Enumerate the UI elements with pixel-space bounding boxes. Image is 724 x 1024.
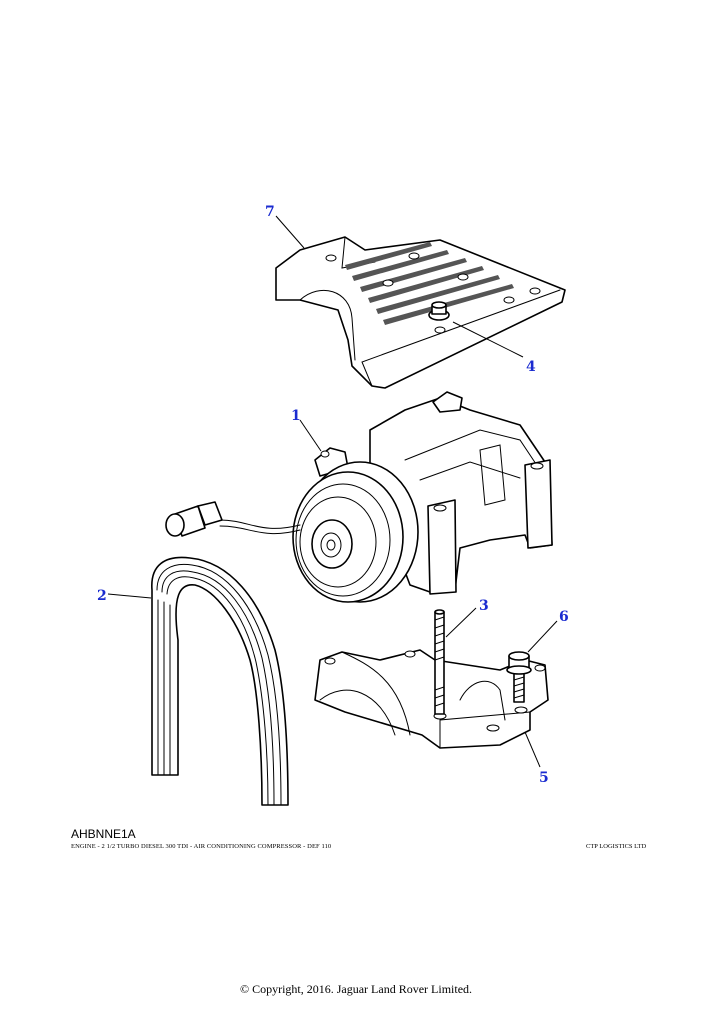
callout-3: 3 bbox=[479, 598, 489, 614]
part-2-drive-belt[interactable] bbox=[151, 556, 289, 806]
part-1-ac-compressor[interactable] bbox=[292, 391, 553, 603]
diagram-caption: ENGINE - 2 1/2 TURBO DIESEL 300 TDI - AI… bbox=[71, 843, 332, 850]
callout-4: 4 bbox=[526, 359, 536, 375]
part-4-cover-bolt[interactable] bbox=[428, 301, 450, 321]
callout-7: 7 bbox=[265, 204, 275, 220]
part-3-stud[interactable] bbox=[434, 609, 445, 715]
part-5-mounting-bracket[interactable] bbox=[314, 649, 549, 749]
part-7-compressor-cover[interactable] bbox=[275, 236, 566, 389]
publisher-label: CTP LOGISTICS LTD bbox=[586, 843, 647, 850]
copyright-notice: © Copyright, 2016. Jaguar Land Rover Lim… bbox=[239, 982, 473, 996]
diagram-reference-code: AHBNNE1A bbox=[71, 827, 136, 841]
callout-2: 2 bbox=[97, 588, 107, 604]
callout-1: 1 bbox=[291, 408, 301, 424]
compressor-electrical-connector bbox=[165, 501, 301, 537]
callouts: 7 4 1 2 3 6 5 bbox=[97, 204, 569, 786]
part-6-bolt[interactable] bbox=[506, 651, 532, 703]
callout-6: 6 bbox=[559, 609, 569, 625]
leader-lines bbox=[107, 215, 558, 768]
callout-5: 5 bbox=[539, 770, 549, 786]
